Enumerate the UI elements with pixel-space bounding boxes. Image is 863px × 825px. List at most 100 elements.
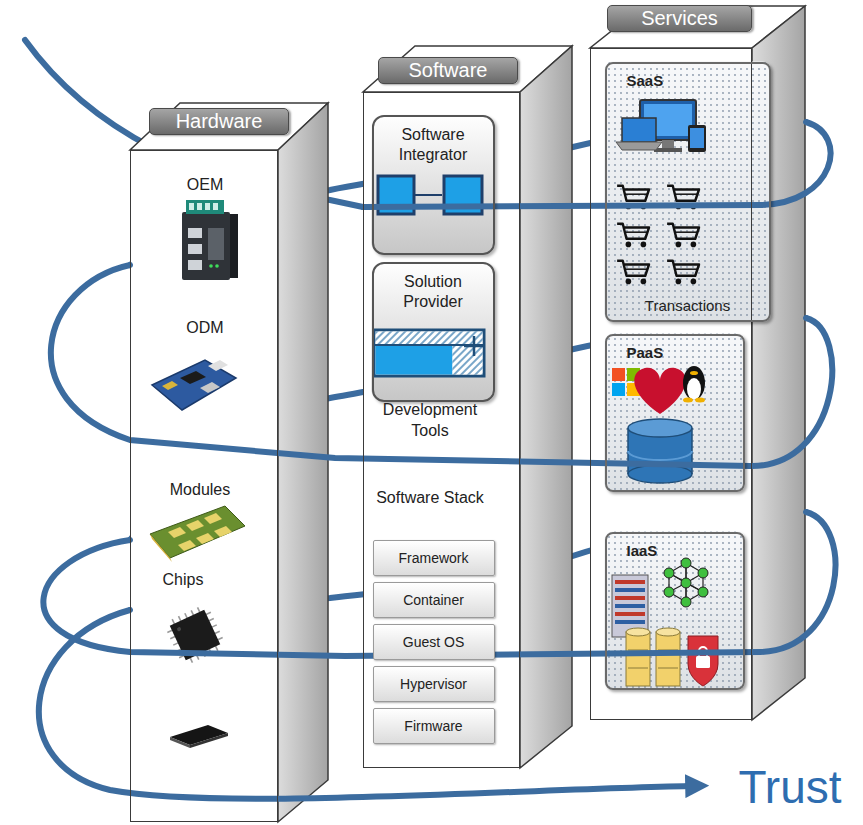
stack-layer-box: Container: [373, 582, 495, 618]
device-icons: [622, 118, 656, 142]
stack-layer-name: Framework: [398, 550, 468, 566]
cart-icons: [617, 186, 699, 284]
server-rack-icon: [615, 580, 645, 584]
hardware-pillar-faces: [130, 103, 328, 822]
odm-board-icon: [208, 360, 228, 371]
storage-icon: [626, 632, 650, 686]
oem-device-icon: [197, 203, 202, 210]
box-fill: [605, 62, 771, 322]
software-pillar-faces: [363, 92, 520, 768]
device-icons: [690, 128, 704, 148]
oem-device-icon: [213, 203, 218, 210]
oem-device-icon: [189, 203, 194, 210]
device-icons: [616, 142, 662, 150]
storage-icon: [626, 628, 650, 636]
database-icon: [628, 465, 692, 483]
box-fill: [372, 115, 495, 255]
storage-icon: [658, 668, 678, 669]
integrator-icon: [415, 194, 442, 196]
database-icon: [628, 419, 692, 483]
database-icon: [628, 451, 692, 460]
os-logos: [683, 366, 705, 400]
trust-spiral: [39, 122, 836, 799]
os-logos: [612, 368, 625, 381]
solution-box: Solution Provider: [372, 262, 495, 402]
box-title: Solution Provider: [374, 264, 493, 312]
solution-icon: [464, 345, 484, 348]
service-box: SaaS Transactions: [605, 62, 771, 322]
storage-icon: [628, 668, 648, 669]
module-icon: [214, 526, 232, 537]
box-title: Software Integrator: [374, 117, 493, 165]
os-logos: [683, 398, 693, 403]
part-label: OEM: [160, 175, 250, 196]
trust-spiral: [43, 512, 835, 656]
module-icon: [204, 513, 222, 524]
network-icon: [681, 578, 691, 588]
os-logos: [687, 378, 701, 400]
service-title: SaaS: [627, 72, 664, 89]
flat-chip-icon: [170, 725, 228, 748]
hardware-pillar-faces: [130, 150, 278, 822]
chip-icon: [163, 603, 227, 667]
module-icon: [196, 533, 214, 544]
module-icon: [150, 534, 172, 562]
oem-device-icon: [188, 244, 202, 254]
module-icon: [150, 506, 245, 558]
os-logos: [690, 371, 698, 375]
column-heading: Services: [607, 5, 752, 32]
flat-chip-icon: [190, 733, 228, 748]
odm-board-icon: [180, 371, 206, 384]
service-caption: Transactions: [607, 297, 769, 314]
module-icon: [186, 520, 204, 531]
os-logos: [612, 383, 625, 396]
box-dot-pattern: [605, 62, 771, 322]
stack-layer-box: Framework: [373, 540, 495, 576]
oem-device-icon: [215, 264, 219, 268]
oem-device-icon: [182, 212, 230, 280]
network-icon: [698, 568, 708, 578]
pillar-column: ServicesSaaSTransactionsPaaSIaaS: [590, 48, 752, 720]
services-pillar-faces: [590, 6, 805, 720]
service-box: IaaS: [605, 532, 745, 690]
oem-device-icon: [205, 203, 210, 210]
box-fill: [372, 262, 495, 402]
security-shield-icon: [688, 636, 718, 686]
network-icon: [664, 568, 674, 578]
server-rack-icon: [612, 575, 648, 637]
oem-device-icon: [230, 214, 238, 278]
os-logos: [695, 398, 705, 403]
network-icon: [664, 558, 708, 607]
odm-board-icon: [152, 360, 236, 410]
solution-icon: [376, 345, 453, 375]
software-pillar-faces: [520, 46, 572, 768]
solution-box: Software Integrator: [372, 115, 495, 255]
stack-layer-box: Guest OS: [373, 624, 495, 660]
chip-icon: [176, 627, 181, 632]
service-title: IaaS: [627, 542, 658, 559]
column-heading: Software: [378, 57, 518, 84]
chip-icon: [163, 603, 227, 667]
os-logos: [634, 368, 685, 414]
security-shield-icon: [696, 656, 710, 668]
oem-device-icon: [186, 200, 224, 214]
oem-device-icon: [182, 200, 238, 280]
server-rack-icon: [612, 575, 648, 637]
network-icon: [669, 573, 703, 592]
network-icon: [698, 587, 708, 597]
part-label: ODM: [160, 318, 250, 339]
server-rack-icon: [615, 596, 645, 600]
flat-chip-icon: [170, 737, 190, 748]
group-label: Software Stack: [370, 488, 490, 509]
network-icon: [681, 597, 691, 607]
odm-board-icon: [200, 382, 220, 393]
trust-arrow: [39, 610, 690, 799]
oem-device-icon: [188, 260, 202, 270]
server-rack-icon: [615, 620, 645, 624]
stack-layer-name: Hypervisor: [400, 676, 467, 692]
part-label: Chips: [138, 570, 228, 591]
cart-icons: [617, 261, 649, 284]
server-rack-icon: [615, 588, 645, 592]
stack-layer-box: Hypervisor: [373, 666, 495, 702]
column-heading: Hardware: [149, 108, 289, 135]
